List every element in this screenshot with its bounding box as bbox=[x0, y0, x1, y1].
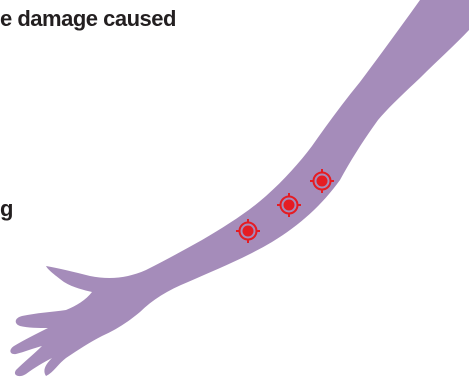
arm-silhouette bbox=[10, 0, 469, 376]
